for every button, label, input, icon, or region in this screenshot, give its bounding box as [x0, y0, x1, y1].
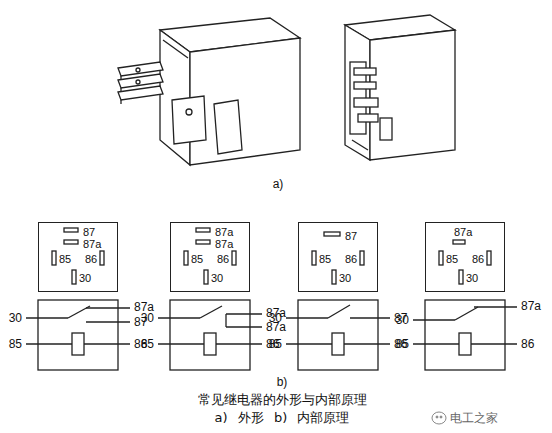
pin-number: 30: [79, 273, 91, 284]
pin-layout-box: 8787a 85 86 30: [38, 222, 118, 292]
pin-number: 30: [211, 273, 223, 284]
pin-number: 87a: [215, 239, 233, 250]
terminal-label: 30: [141, 312, 154, 324]
pin-number: 86: [85, 254, 97, 265]
terminal-label: 85: [269, 338, 282, 350]
pin-number: 85: [191, 254, 203, 265]
terminal-label: 30: [396, 314, 409, 326]
pin-layout-box: 87a 85 86 30: [425, 222, 505, 292]
figure-tag: b): [277, 376, 288, 388]
pin-number: 87: [83, 227, 95, 238]
figure-tag: a): [273, 178, 284, 190]
pin-number: 87a: [83, 239, 101, 250]
watermark: 电工之家: [450, 412, 498, 424]
pin-number: 86: [345, 254, 357, 265]
relay-outline: [118, 18, 300, 165]
pin-number: 87a: [215, 227, 233, 238]
terminal-label: 87a: [521, 300, 541, 312]
relay-outline: [345, 15, 455, 160]
pin-number: 30: [339, 273, 351, 284]
pin-number: 30: [466, 273, 478, 284]
pin-number: 87: [345, 231, 357, 242]
terminal-label: 85: [9, 338, 22, 350]
terminal-label: 30: [269, 312, 282, 324]
pin-layout-box: 87 85 86 30: [298, 222, 378, 292]
watermark-icon: [432, 412, 446, 424]
pin-number: 85: [59, 254, 71, 265]
relay-schematic: [26, 300, 517, 370]
pin-number: 86: [217, 254, 229, 265]
caption-subline: a) 外形 b) 内部原理: [215, 411, 350, 424]
terminal-label: 85: [396, 338, 409, 350]
figure-caption: 常见继电器的外形与内部原理: [198, 393, 367, 406]
terminal-label: 86: [521, 338, 534, 350]
terminal-label: 85: [141, 338, 154, 350]
pin-layout-box: 87a87a 85 86 30: [170, 222, 250, 292]
pin-number: 86: [472, 254, 484, 265]
pin-number: 85: [319, 254, 331, 265]
pin-number: 85: [446, 254, 458, 265]
pin-number: 87a: [454, 227, 472, 238]
terminal-label: 30: [9, 312, 22, 324]
